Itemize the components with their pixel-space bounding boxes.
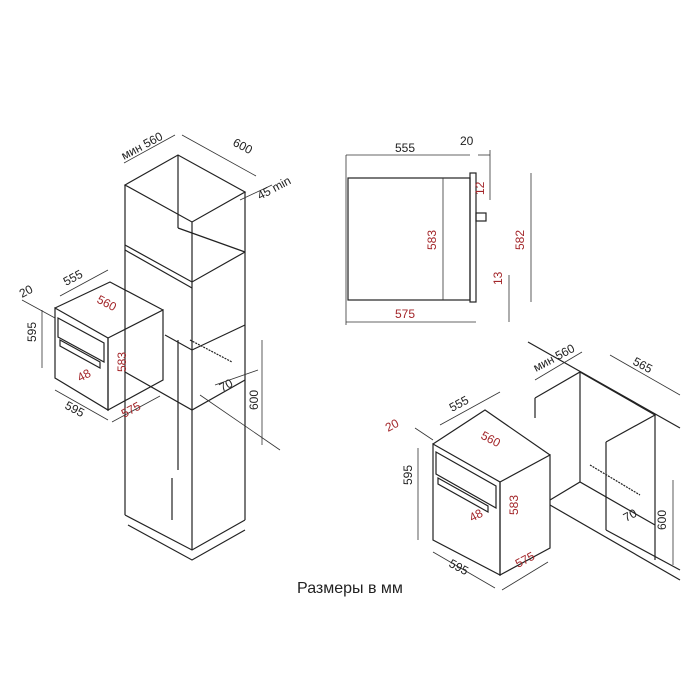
side-dim-door-thickness: 20 (460, 134, 474, 148)
dim-cabinet-width: мин 560 (119, 129, 166, 163)
under-counter-cabinet (527, 341, 681, 581)
oven-left (54, 281, 164, 412)
oven-right (432, 409, 551, 577)
dimension-lines-left (21, 134, 281, 451)
dim-oven-height: 595 (25, 322, 39, 342)
tall-cabinet (123, 154, 247, 561)
uc-dim-cabinet-width: мин 560 (531, 341, 578, 375)
dimension-lines-right (414, 351, 681, 591)
dim-niche-height: 600 (247, 390, 261, 410)
dim-oven-width: 595 (63, 398, 88, 420)
uc-dim-door-thickness: 20 (383, 416, 402, 435)
side-dim-body-depth: 555 (395, 141, 415, 155)
uc-dim-oven-width: 595 (447, 556, 472, 578)
uc-dim-body-height: 583 (507, 495, 521, 515)
vent-grille (589, 464, 641, 496)
dim-oven-depth: 555 (61, 267, 86, 289)
uc-dim-oven-depth: 555 (447, 393, 472, 415)
uc-dim-niche-height: 600 (655, 510, 669, 530)
vent-grille (189, 339, 233, 363)
dim-cabinet-depth: 600 (231, 135, 256, 157)
side-dim-bottom-offset: 13 (491, 271, 505, 285)
uc-dim-cabinet-depth: 565 (631, 354, 656, 376)
uc-dim-body-depth: 560 (479, 428, 504, 450)
side-dim-door-height: 582 (513, 230, 527, 250)
uc-dim-vent-depth: 70 (621, 506, 640, 525)
uc-dim-body-width: 575 (513, 549, 538, 571)
side-dim-top-offset: 12 (473, 181, 487, 195)
uc-dim-oven-height: 595 (401, 465, 415, 485)
dim-body-height: 583 (115, 352, 129, 372)
uc-dim-handle-offset: 48 (467, 506, 486, 525)
side-dim-body-height: 583 (425, 230, 439, 250)
caption: Размеры в мм (297, 580, 403, 597)
side-view (345, 150, 532, 325)
dim-body-depth: 560 (95, 292, 120, 314)
dim-door-thickness: 20 (17, 282, 36, 301)
dim-handle-offset: 48 (75, 366, 94, 385)
side-dim-total-depth: 575 (395, 307, 415, 321)
dim-vent-depth: 70 (217, 376, 236, 395)
dim-rear-gap: 45 min (255, 173, 293, 202)
